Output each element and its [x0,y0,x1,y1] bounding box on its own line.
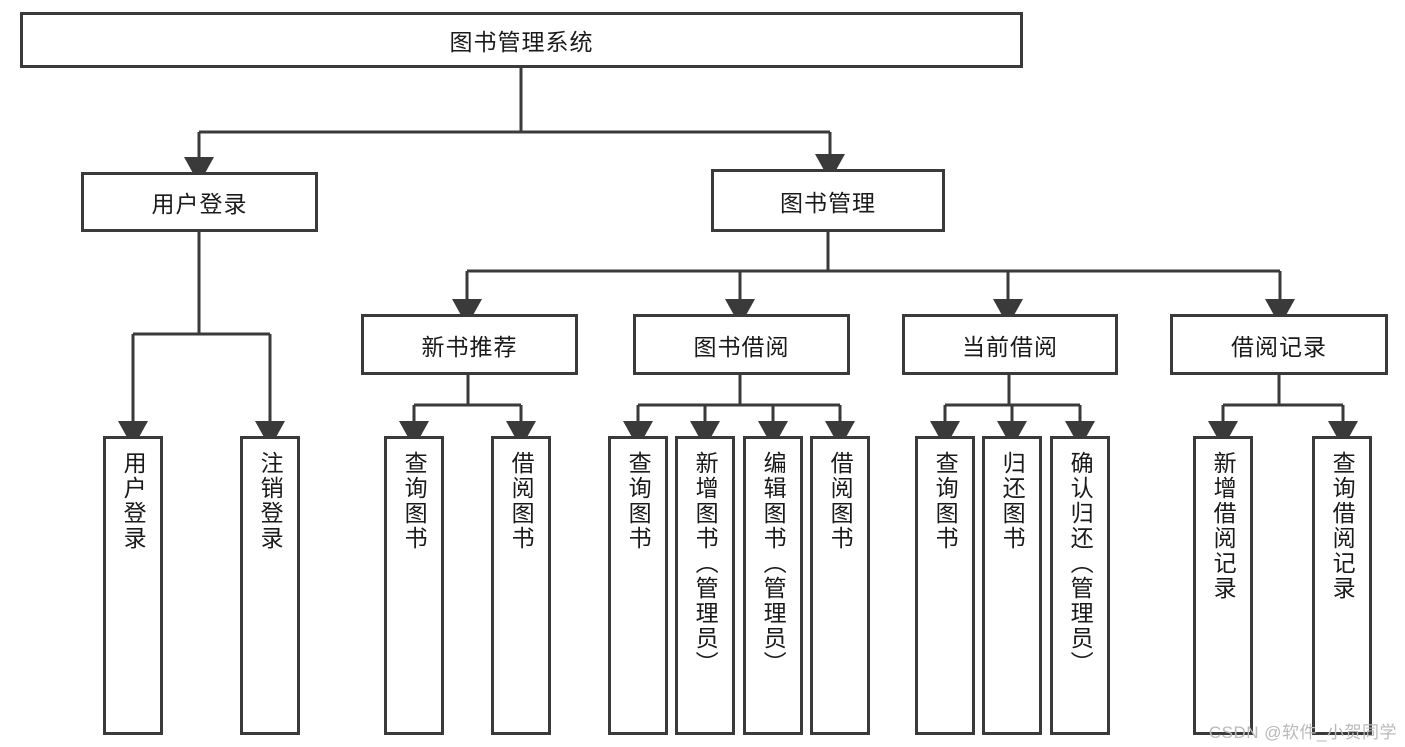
leaf-new-book-query[interactable]: 查询图书 [384,436,444,735]
leaf-current-borrow-return-label: 归还图书 [999,451,1026,551]
node-borrow-record[interactable]: 借阅记录 [1170,314,1388,375]
leaf-book-borrow-edit[interactable]: 编辑图书（管理员） [743,436,803,735]
node-new-book-recommend-label: 新书推荐 [421,333,518,360]
leaf-current-borrow-return[interactable]: 归还图书 [982,436,1042,735]
watermark: CSDN @软件_小贺同学 [1208,723,1397,742]
node-root-system[interactable]: 图书管理系统 [20,12,1023,68]
leaf-new-book-borrow-label: 借阅图书 [508,451,535,551]
leaf-book-borrow-borrow-label: 借阅图书 [827,451,854,551]
leaf-new-book-query-label: 查询图书 [401,451,428,551]
leaf-borrow-record-add[interactable]: 新增借阅记录 [1193,436,1253,735]
leaf-book-borrow-borrow[interactable]: 借阅图书 [810,436,870,735]
leaf-book-borrow-add-label: 新增图书（管理员） [692,451,719,676]
leaf-book-borrow-query-label: 查询图书 [625,451,652,551]
leaf-new-book-borrow[interactable]: 借阅图书 [491,436,551,735]
node-root-system-label: 图书管理系统 [449,29,594,55]
node-book-borrow[interactable]: 图书借阅 [633,314,850,375]
leaf-current-borrow-query-label: 查询图书 [932,451,959,551]
leaf-current-borrow-confirm-return-label: 确认归还（管理员） [1067,451,1094,676]
leaf-current-borrow-query[interactable]: 查询图书 [915,436,975,735]
leaf-borrow-record-query-label: 查询借阅记录 [1329,451,1356,601]
node-borrow-record-label: 借阅记录 [1231,333,1327,360]
leaf-current-borrow-confirm-return[interactable]: 确认归还（管理员） [1050,436,1110,735]
leaf-borrow-record-add-label: 新增借阅记录 [1210,451,1237,601]
leaf-user-login-logout[interactable]: 注销登录 [240,436,300,735]
node-current-borrow-label: 当前借阅 [962,333,1058,360]
node-user-login-label: 用户登录 [151,191,248,217]
node-new-book-recommend[interactable]: 新书推荐 [361,314,578,375]
leaf-borrow-record-query[interactable]: 查询借阅记录 [1312,436,1372,735]
leaf-book-borrow-edit-label: 编辑图书（管理员） [760,451,787,676]
node-book-management-label: 图书管理 [780,189,876,216]
leaf-book-borrow-query[interactable]: 查询图书 [608,436,668,735]
leaf-user-login-logout-label: 注销登录 [257,451,284,551]
leaf-user-login-login-label: 用户登录 [120,451,147,551]
node-current-borrow[interactable]: 当前借阅 [902,314,1118,375]
node-book-borrow-label: 图书借阅 [693,333,790,360]
leaf-book-borrow-add[interactable]: 新增图书（管理员） [675,436,735,735]
node-user-login[interactable]: 用户登录 [81,172,318,232]
leaf-user-login-login[interactable]: 用户登录 [103,436,163,735]
node-book-management[interactable]: 图书管理 [711,169,945,232]
